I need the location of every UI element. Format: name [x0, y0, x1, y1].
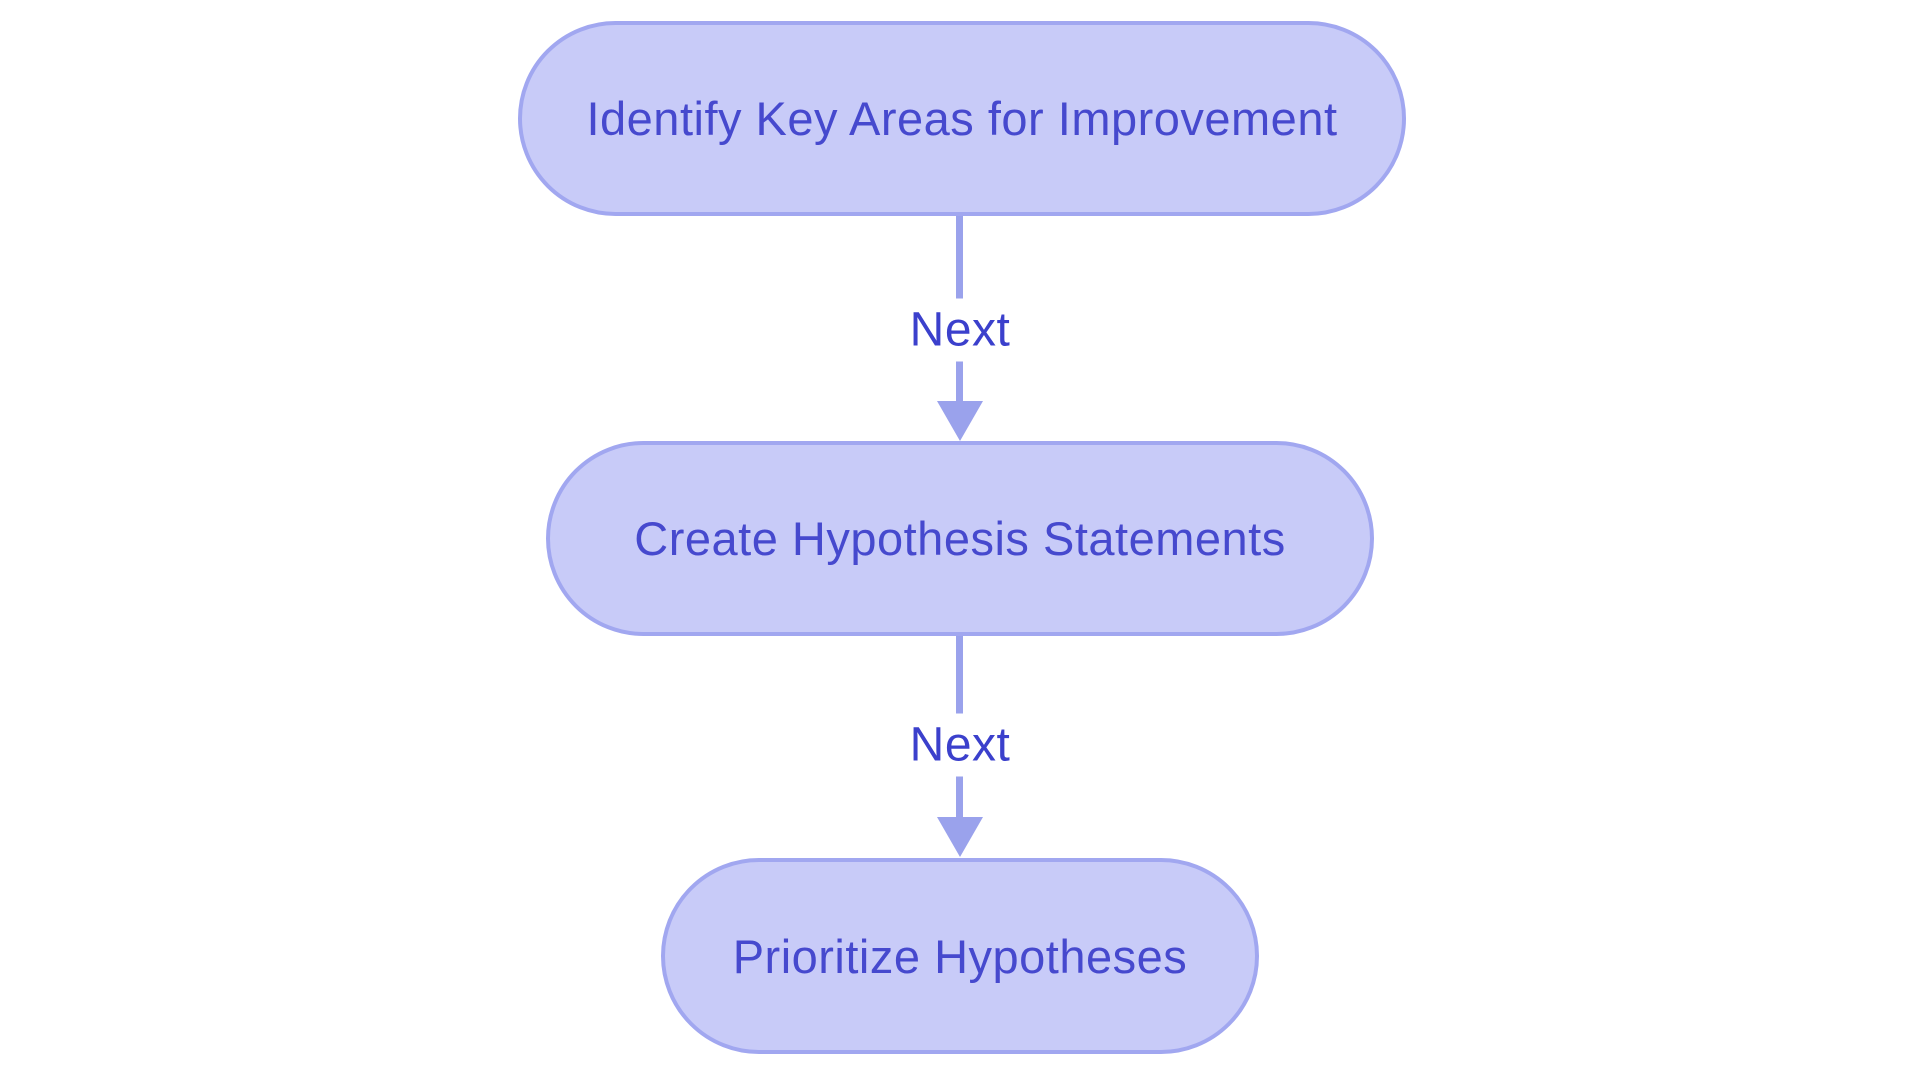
flow-node-create-hypothesis-statements: Create Hypothesis Statements [546, 441, 1374, 636]
edge-label-next-2: Next [897, 713, 1023, 777]
flow-node-identify-key-areas: Identify Key Areas for Improvement [518, 21, 1406, 216]
arrowhead-down-icon [937, 401, 983, 441]
node-label-create-hypothesis-statements: Create Hypothesis Statements [634, 512, 1286, 565]
node-label-identify-key-areas: Identify Key Areas for Improvement [586, 92, 1338, 145]
flow-node-prioritize-hypotheses: Prioritize Hypotheses [661, 858, 1259, 1054]
node-label-prioritize-hypotheses: Prioritize Hypotheses [732, 929, 1188, 983]
edge-label-next-1: Next [897, 298, 1023, 362]
arrowhead-down-icon [937, 817, 983, 857]
